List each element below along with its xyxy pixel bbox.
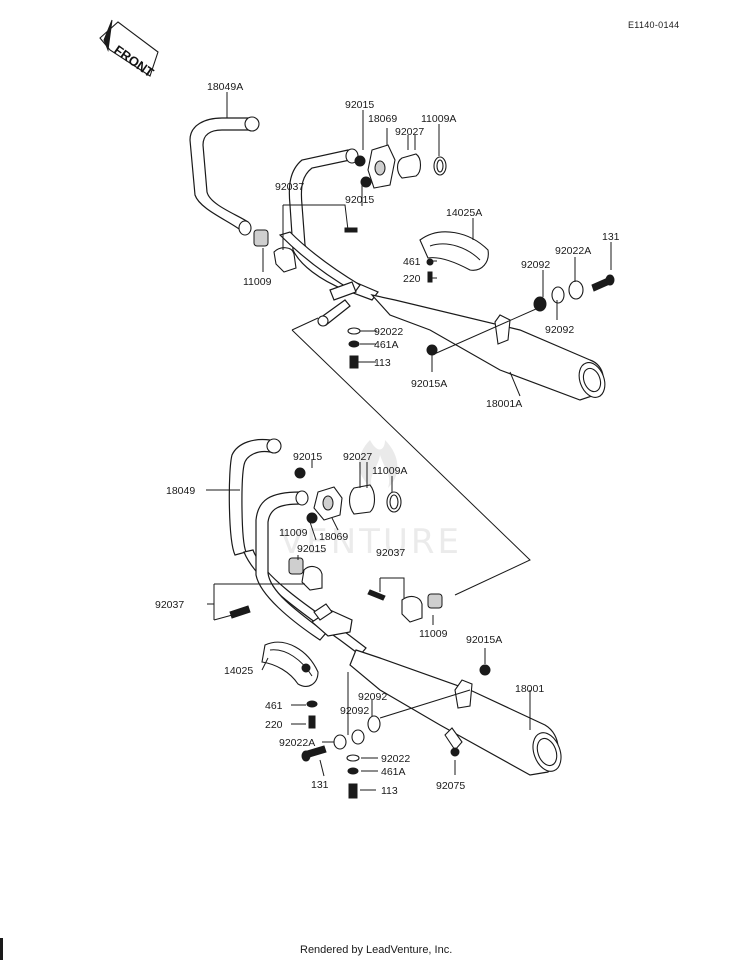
label-92015-top: 92015	[345, 99, 374, 111]
label-92015A-lower: 92015A	[466, 634, 502, 646]
label-11009A-lower: 11009A	[372, 465, 407, 477]
label-113: 113	[374, 357, 391, 369]
label-92022A: 92022A	[555, 245, 591, 257]
label-92037-left: 92037	[155, 599, 184, 611]
collar-92027-upper	[396, 153, 422, 179]
label-92092-a-lower: 92092	[358, 691, 387, 703]
doc-code: E1140-0144	[628, 20, 679, 30]
watermark-logo: VENTURE	[280, 440, 462, 562]
label-18069: 18069	[368, 113, 397, 125]
label-461A-lower: 461A	[381, 766, 406, 778]
collar-92027-lower	[348, 484, 376, 515]
label-11009: 11009	[243, 276, 272, 288]
clamp-92037-upper	[273, 247, 297, 273]
label-92027: 92027	[395, 126, 424, 138]
heat-shield-14025	[261, 641, 319, 687]
label-92037-right: 92037	[376, 547, 405, 559]
label-92092-b: 92092	[545, 324, 574, 336]
label-220: 220	[403, 273, 421, 285]
watermark-text: VENTURE	[280, 522, 462, 562]
head-pipe-lower-right	[255, 491, 327, 641]
label-131: 131	[602, 231, 620, 243]
label-461: 461	[403, 256, 421, 268]
label-461-lower: 461	[265, 700, 283, 712]
label-131-lower: 131	[311, 779, 329, 791]
label-11009-right: 11009	[419, 628, 448, 640]
label-92075: 92075	[436, 780, 465, 792]
label-11009-left: 11009	[279, 527, 308, 539]
label-18069-lower: 18069	[319, 531, 348, 543]
label-92015A: 92015A	[411, 378, 447, 390]
clamp-92037-lower-right	[401, 595, 423, 623]
label-92015-top-lower: 92015	[293, 451, 322, 463]
edge-mark	[0, 938, 3, 960]
label-92015-mid-lower: 92015	[297, 543, 326, 555]
label-92037: 92037	[275, 181, 304, 193]
label-92022-lower: 92022	[381, 753, 410, 765]
label-92027-lower: 92027	[343, 451, 372, 463]
label-92022: 92022	[374, 326, 403, 338]
label-92022A-lower: 92022A	[279, 737, 315, 749]
footer-credit: Rendered by LeadVenture, Inc.	[300, 944, 452, 956]
label-18001A: 18001A	[486, 398, 522, 410]
label-220-lower: 220	[265, 719, 283, 731]
front-arrow-icon: FRONT	[99, 19, 159, 80]
upper-assembly: 18049A 92015 18069 92027 11009A 92037 92…	[189, 81, 620, 596]
label-18001: 18001	[515, 683, 544, 695]
label-92015-mid: 92015	[345, 194, 374, 206]
label-92092-a: 92092	[521, 259, 550, 271]
label-11009A: 11009A	[421, 113, 456, 125]
muffler-18001A	[370, 294, 604, 401]
heat-shield-14025A	[419, 231, 489, 271]
label-461A: 461A	[374, 339, 399, 351]
label-14025A: 14025A	[446, 207, 482, 219]
label-18049: 18049	[166, 485, 195, 497]
label-113-lower: 113	[381, 785, 398, 797]
head-pipe-18049A	[189, 117, 251, 233]
label-14025: 14025	[224, 665, 253, 677]
lower-assembly: 18049 92015 92027 11009A 11009 18069 920…	[155, 438, 562, 799]
label-92092-b-lower: 92092	[340, 705, 369, 717]
label-18049A: 18049A	[207, 81, 243, 93]
